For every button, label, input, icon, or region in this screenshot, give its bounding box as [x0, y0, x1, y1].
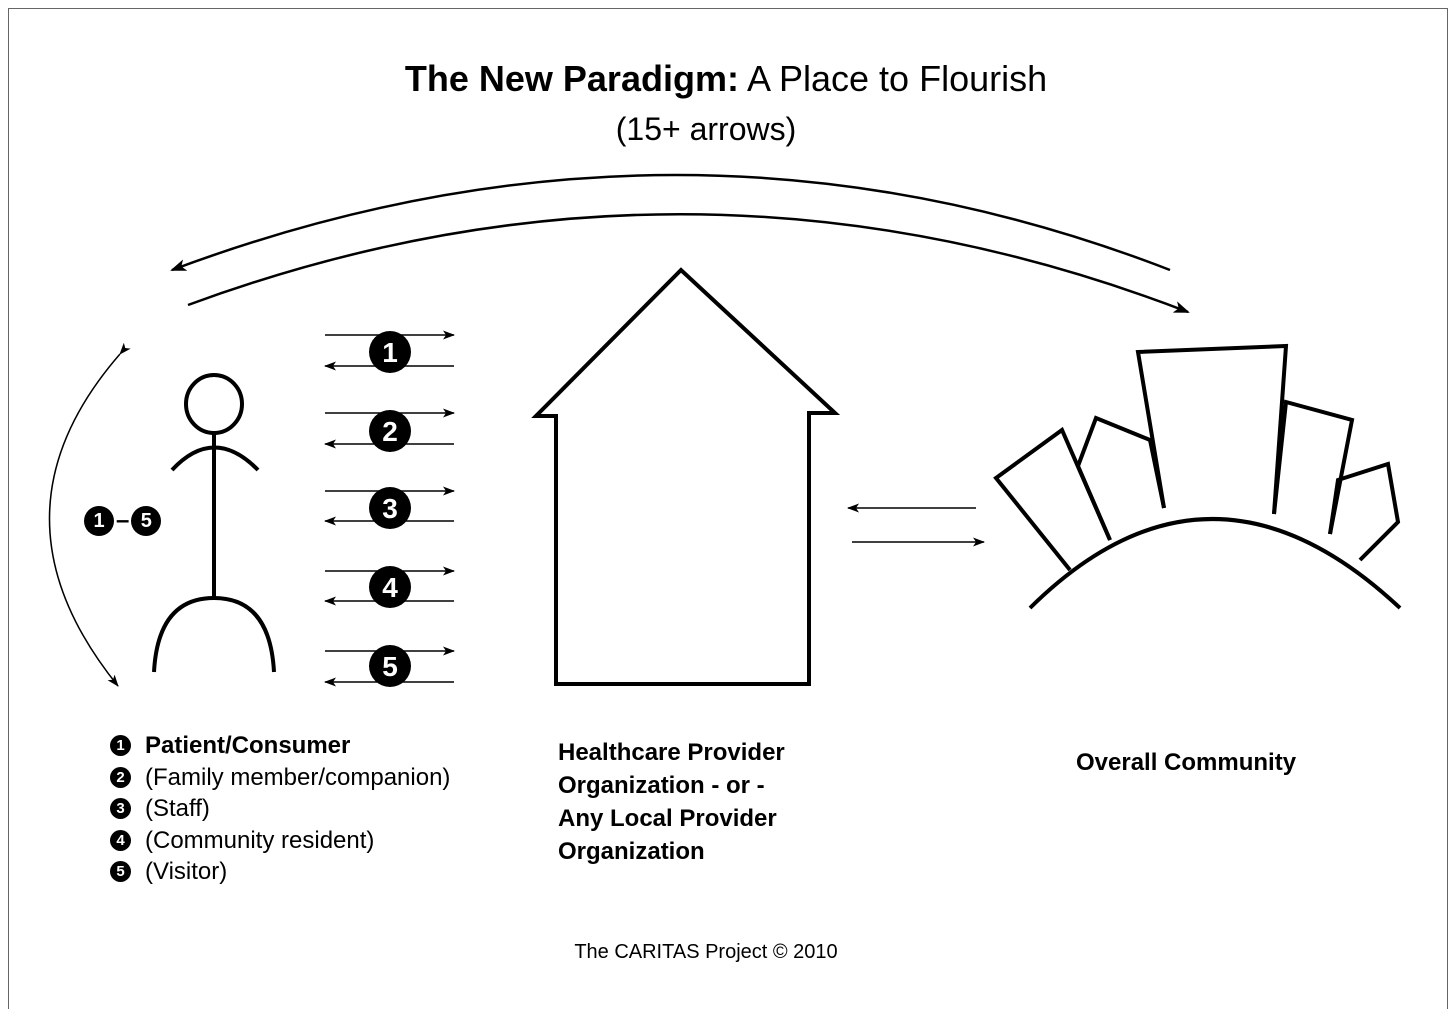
legend-badge: 2 — [110, 766, 131, 788]
legend-badge: 3 — [110, 798, 131, 820]
range-dash: – — [116, 507, 130, 534]
arrow-badge — [369, 487, 411, 529]
house-shape — [531, 267, 841, 686]
building-5 — [1328, 461, 1401, 562]
legend-item: 2 (Family member/companion) — [110, 762, 450, 794]
legend-label: (Family member/companion) — [145, 763, 451, 791]
arc-arrow-to-community — [187, 212, 1190, 314]
arrow-pair-2: 2 — [324, 408, 455, 452]
person-figure — [152, 373, 276, 673]
arrow-badge-number: 4 — [382, 572, 398, 603]
legend-item: 4 (Community resident) — [110, 825, 450, 857]
diagram-frame — [8, 8, 1448, 1009]
organization-line: Organization — [558, 838, 705, 865]
arc-arrow-to-person — [170, 173, 1171, 272]
organization-line: Healthcare Provider — [558, 739, 785, 766]
arrow-badge — [369, 645, 411, 687]
title-rest: A Place to Flourish — [738, 58, 1048, 99]
arrow-pairs: 1 2 3 4 5 — [324, 330, 455, 687]
organization-line: Any Local Provider — [558, 805, 777, 832]
footer-copyright: The CARITAS Project © 2010 — [574, 941, 838, 963]
legend-badge: 1 — [110, 735, 131, 757]
arrow-badge — [369, 331, 411, 373]
legend: 1 Patient/Consumer 2 (Family member/compan… — [110, 730, 450, 888]
building-3 — [1135, 343, 1289, 515]
arrow-badge-number: 1 — [382, 337, 398, 368]
arrow-badge — [369, 566, 411, 608]
title-bold: The New Paradigm: — [404, 58, 739, 99]
organization-line: Organization - or - — [558, 772, 765, 799]
legend-label: (Community resident) — [145, 826, 375, 854]
legend-badge: 4 — [110, 829, 131, 851]
person-arms — [170, 445, 260, 472]
arrow-badge-number: 2 — [382, 416, 398, 447]
arrow-badge-number: 5 — [382, 651, 398, 682]
arrow-badge-number: 3 — [382, 493, 398, 524]
legend-item: 3 (Staff) — [110, 793, 450, 825]
legend-badge: 5 — [110, 861, 131, 883]
arrow-pair-4: 4 — [324, 566, 455, 608]
diagram-title: The New Paradigm: A Place to Flourish — [0, 58, 1452, 100]
legend-item: 1 Patient/Consumer — [110, 730, 450, 762]
legend-item: 5 (Visitor) — [110, 856, 450, 888]
person-head — [184, 373, 244, 435]
building-4 — [1272, 399, 1355, 535]
organization-label: Healthcare Provider Organization - or - … — [558, 736, 785, 868]
community-icon — [993, 343, 1402, 610]
legend-label: Patient/Consumer — [145, 732, 351, 759]
range-badge-from: 1 — [84, 506, 114, 536]
person-legs — [152, 595, 276, 673]
community-label: Overall Community — [1076, 749, 1297, 776]
arrow-badge — [369, 410, 411, 452]
arrow-pair-1: 1 — [324, 330, 455, 373]
arrow-pair-5: 5 — [324, 645, 455, 687]
legend-label: (Visitor) — [145, 858, 228, 885]
diagram-subtitle: (15+ arrows) — [615, 111, 797, 147]
range-badge-to: 5 — [131, 506, 162, 536]
arrow-pair-3: 3 — [324, 486, 455, 529]
range-indicator: 1 – 5 — [84, 506, 162, 536]
globe-arc — [1028, 517, 1402, 610]
person-curve-arrow — [48, 342, 131, 687]
legend-label: (Staff) — [145, 795, 210, 822]
